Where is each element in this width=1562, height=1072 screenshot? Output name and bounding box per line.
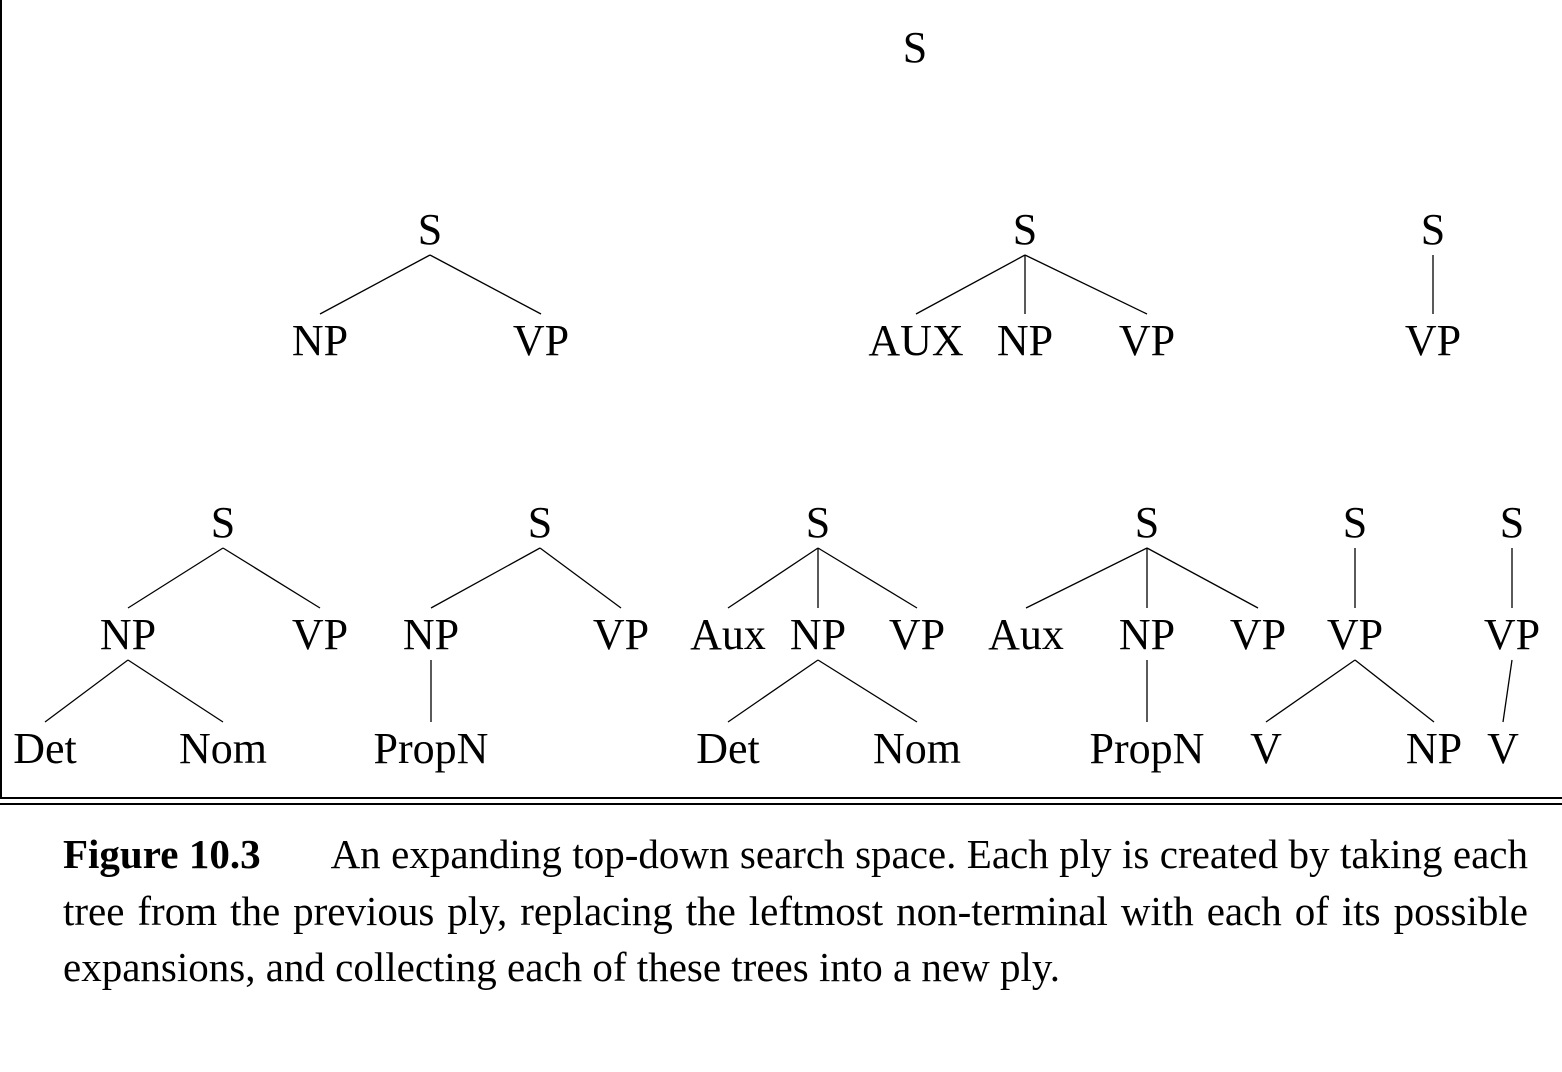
- tree-edge: [319, 254, 431, 315]
- node-s: S: [903, 23, 927, 72]
- tree-edge: [539, 547, 622, 609]
- node-aux: AUX: [868, 316, 963, 365]
- tree-edge: [1354, 659, 1435, 723]
- tree-edge: [817, 547, 918, 609]
- tree-edge: [430, 547, 541, 609]
- tree-edge: [1265, 659, 1356, 723]
- figure-label: Figure 10.3: [63, 831, 261, 877]
- tree-edge: [817, 659, 918, 723]
- tree-edge: [44, 659, 129, 723]
- node-vp: VP: [1484, 610, 1540, 659]
- node-np: NP: [1406, 724, 1462, 773]
- node-s: S: [1500, 498, 1524, 547]
- tree-edge: [1146, 547, 1259, 609]
- node-nom: Nom: [179, 724, 267, 773]
- node-np: NP: [292, 316, 348, 365]
- node-np: NP: [790, 610, 846, 659]
- node-s: S: [806, 498, 830, 547]
- node-det: Det: [13, 724, 77, 773]
- node-v: V: [1250, 724, 1282, 773]
- node-s: S: [528, 498, 552, 547]
- node-vp: VP: [1230, 610, 1286, 659]
- node-vp: VP: [1119, 316, 1175, 365]
- node-s: S: [1343, 498, 1367, 547]
- node-s: S: [1421, 205, 1445, 254]
- node-vp: VP: [513, 316, 569, 365]
- node-vp: VP: [292, 610, 348, 659]
- tree-edge: [727, 659, 819, 723]
- node-s: S: [1135, 498, 1159, 547]
- tree-edge: [222, 547, 321, 609]
- tree-edge: [429, 254, 542, 315]
- node-s: S: [1013, 205, 1037, 254]
- node-np: NP: [997, 316, 1053, 365]
- figure-caption-text: An expanding top-down search space. Each…: [63, 831, 1528, 990]
- node-np: NP: [403, 610, 459, 659]
- node-nom: Nom: [873, 724, 961, 773]
- tree-edge: [727, 547, 819, 609]
- node-v: V: [1487, 724, 1519, 773]
- node-vp: VP: [1327, 610, 1383, 659]
- tree-edge: [127, 547, 224, 609]
- tree-layer: S S NP VP S AUX NP VP S VP S NP Det Nom VP S NP PropN VP S A…: [13, 23, 1540, 773]
- tree-edge: [1502, 659, 1513, 723]
- tree-edge: [915, 254, 1026, 315]
- node-vp: VP: [593, 610, 649, 659]
- node-det: Det: [696, 724, 760, 773]
- tree-edge: [127, 659, 224, 723]
- node-np: NP: [100, 610, 156, 659]
- node-s: S: [211, 498, 235, 547]
- node-propn: PropN: [374, 724, 489, 773]
- node-vp: VP: [889, 610, 945, 659]
- node-propn: PropN: [1090, 724, 1205, 773]
- tree-edge: [1024, 254, 1148, 315]
- node-np: NP: [1119, 610, 1175, 659]
- tree-edge: [1025, 547, 1148, 609]
- node-aux: Aux: [690, 610, 766, 659]
- node-aux: Aux: [988, 610, 1064, 659]
- node-vp: VP: [1405, 316, 1461, 365]
- node-s: S: [418, 205, 442, 254]
